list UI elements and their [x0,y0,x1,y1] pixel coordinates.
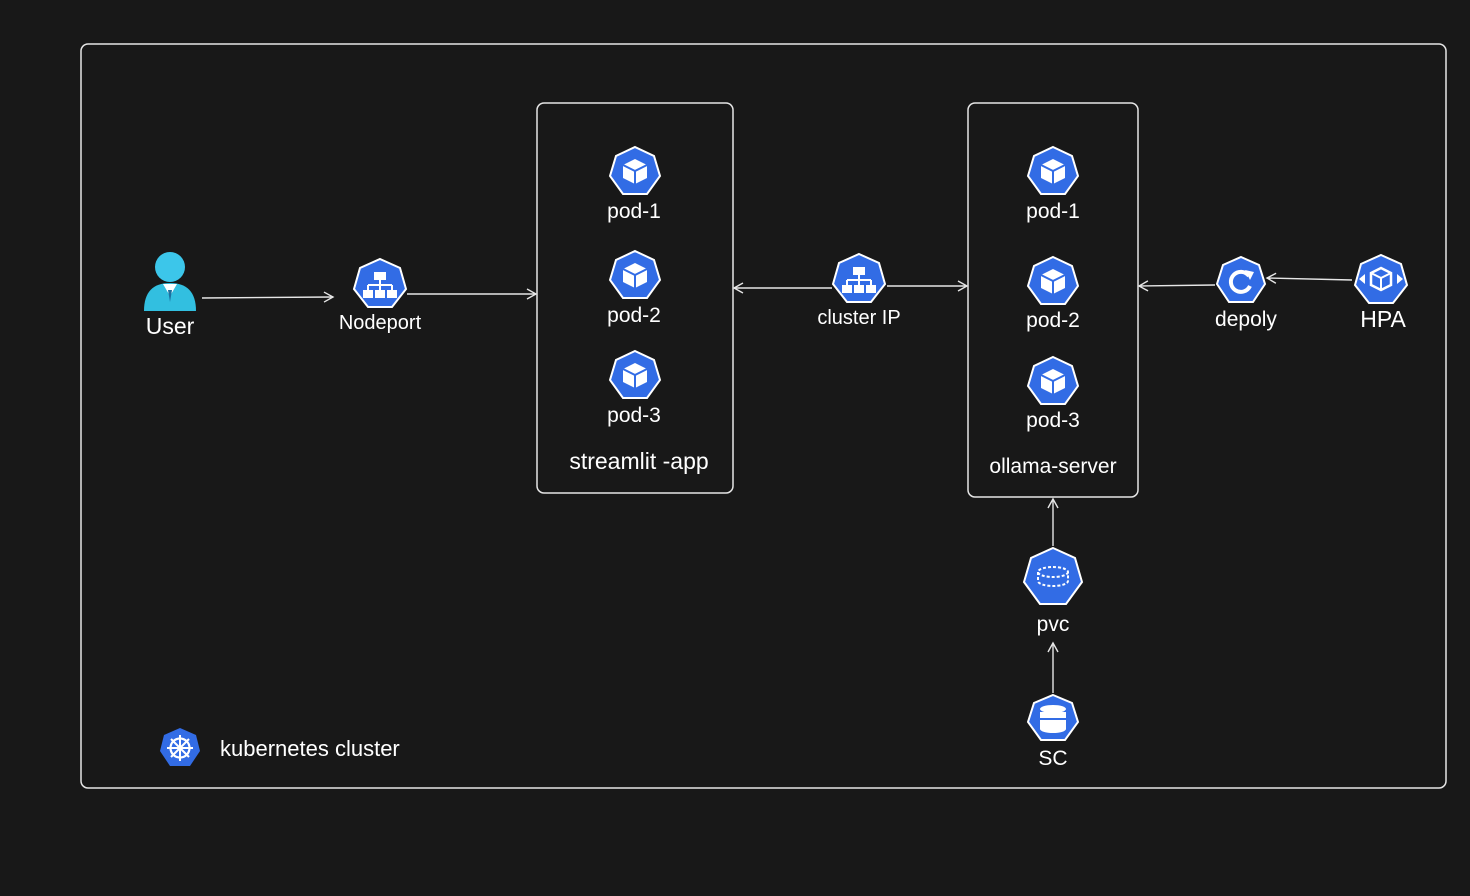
streamlit-pod-1-label: pod-1 [607,200,661,223]
pod-icon[interactable] [608,249,662,303]
pod-icon[interactable] [608,145,662,199]
hpa-label: HPA [1360,306,1406,332]
kubernetes-helm-icon [160,728,200,766]
cluster-ip-label: cluster IP [817,307,901,329]
edge-hpa-deploy [1265,272,1353,284]
user-label: User [145,313,195,339]
streamlit-pod-3-label: pod-3 [607,404,661,427]
cluster-label: kubernetes cluster [220,736,400,761]
streamlit-group-label: streamlit -app [569,448,709,474]
sc-label: SC [1038,747,1068,770]
storage-class-icon[interactable] [1026,693,1080,745]
service-icon[interactable] [352,257,408,313]
pod-icon[interactable] [608,349,662,403]
nodeport-label: Nodeport [338,312,422,334]
pvc-icon[interactable] [1022,546,1084,608]
ollama-pod-2-label: pod-2 [1026,309,1080,332]
pod-icon[interactable] [1026,355,1080,409]
ollama-pod-1-label: pod-1 [1026,200,1080,223]
ollama-pod-3-label: pod-3 [1026,409,1080,432]
edge-user-nodeport [201,291,335,303]
edge-deploy-ollama [1137,280,1216,292]
cluster-boundary [80,43,1447,789]
hpa-icon[interactable] [1353,253,1409,309]
streamlit-pod-2-label: pod-2 [607,304,661,327]
service-icon[interactable] [831,252,887,308]
deploy-label: depoly [1215,308,1277,331]
pod-icon[interactable] [1026,145,1080,199]
pvc-label: pvc [1036,613,1070,636]
user-icon[interactable] [141,250,199,312]
ollama-group-label: ollama-server [989,455,1117,478]
ollama-server-group[interactable] [967,102,1139,498]
deployment-icon[interactable] [1215,255,1267,307]
pod-icon[interactable] [1026,255,1080,309]
